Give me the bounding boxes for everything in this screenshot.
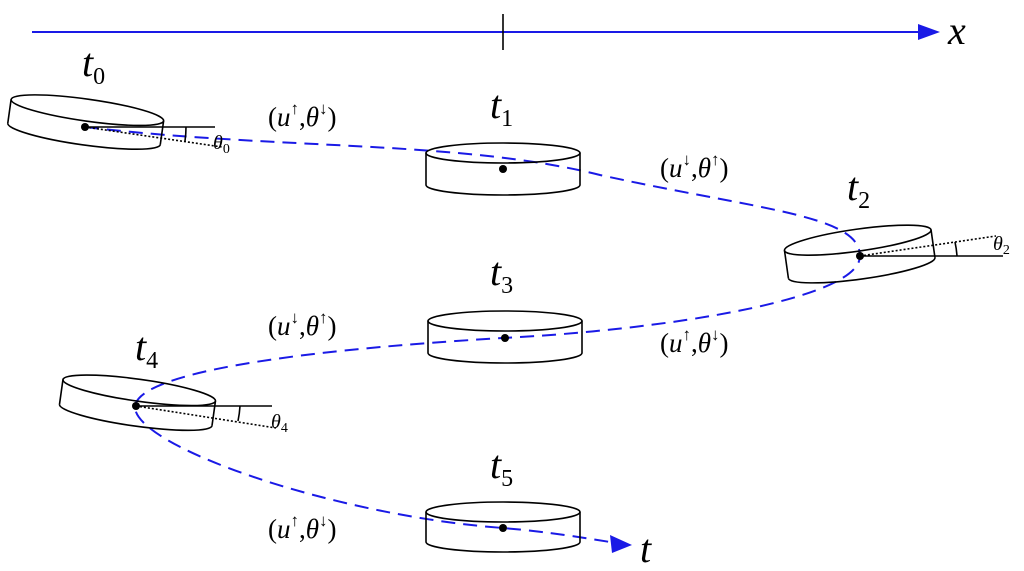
state-pair-3: (u↑,θ↓) bbox=[660, 325, 729, 358]
disk-t1-center bbox=[499, 165, 507, 173]
time-label-t5: t5 bbox=[490, 442, 513, 492]
trajectory-path bbox=[84, 126, 862, 543]
angle-label-theta2: θ2 bbox=[993, 233, 1010, 258]
trajectory-arrowhead bbox=[610, 535, 632, 553]
time-label-t3: t3 bbox=[490, 249, 513, 299]
time-label-t0: t0 bbox=[82, 40, 105, 90]
state-pair-2: (u↓,θ↑) bbox=[268, 308, 337, 341]
state-pair-4: (u↑,θ↓) bbox=[268, 511, 337, 544]
time-axis-label: t bbox=[640, 526, 652, 571]
x-axis-arrowhead bbox=[918, 24, 940, 40]
state-pair-0: (u↑,θ↓) bbox=[268, 99, 337, 132]
time-label-t1: t1 bbox=[490, 82, 513, 132]
disk-t2 bbox=[783, 224, 1003, 284]
x-axis: x bbox=[32, 8, 966, 53]
disk-t1 bbox=[425, 142, 581, 196]
tilt-line-t0 bbox=[84, 126, 223, 148]
tilt-line-t4 bbox=[135, 405, 277, 429]
disk-t0 bbox=[6, 94, 223, 151]
angle-label-theta4: θ4 bbox=[271, 411, 288, 436]
tilt-line-t2 bbox=[859, 235, 997, 257]
x-axis-label: x bbox=[947, 8, 966, 53]
time-label-t2: t2 bbox=[847, 164, 870, 214]
disk-t5-center bbox=[499, 524, 507, 532]
angle-arc-t4 bbox=[237, 405, 241, 422]
angle-label-theta0: θ0 bbox=[213, 132, 230, 157]
angle-arc-t0 bbox=[184, 126, 187, 142]
disk-t4 bbox=[58, 374, 277, 432]
state-pair-1: (u↓,θ↑) bbox=[660, 150, 729, 183]
trajectory: t bbox=[84, 126, 862, 571]
angle-arc-t2 bbox=[954, 241, 958, 257]
disk-t3-center bbox=[501, 334, 509, 342]
disk-t5 bbox=[425, 501, 581, 553]
disk-t3 bbox=[427, 310, 583, 364]
time-label-t4: t4 bbox=[135, 324, 158, 374]
